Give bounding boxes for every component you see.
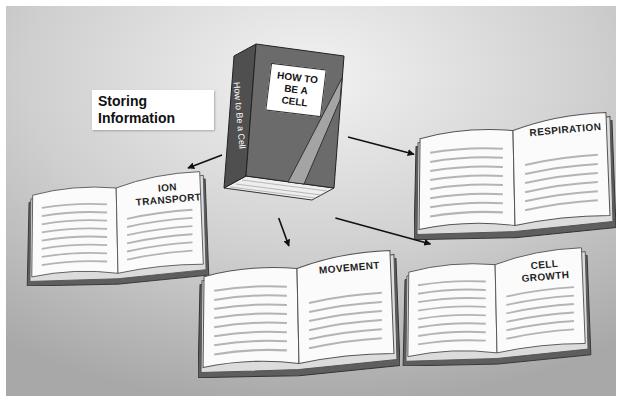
open-book: [198, 250, 400, 377]
open-book: ION TRANSPORT: [18, 168, 218, 286]
open-book: [414, 112, 616, 239]
open-book: CELL GROWTH: [402, 244, 592, 366]
chapter-title: MOVEMENT: [309, 258, 391, 277]
chapter-title: CELL GROWTH: [506, 255, 584, 286]
arrow-connector: [335, 218, 430, 244]
book-spine-title: How to Be a Cell: [228, 55, 249, 176]
open-book: [403, 248, 591, 366]
diagram-title: Storing Information: [92, 90, 214, 130]
open-book: RESPIRATION: [414, 108, 616, 240]
closed-book: HOW TO BE A CELL How to Be a Cell: [222, 38, 348, 218]
book-cover-title: HOW TO BE A CELL: [265, 63, 326, 117]
chapter-title: ION TRANSPORT: [127, 179, 209, 210]
arrow-connector: [188, 155, 222, 168]
chapter-title: RESPIRATION: [525, 120, 607, 139]
open-book: [27, 172, 209, 286]
arrow-connector: [348, 137, 414, 154]
closed-book: [224, 44, 344, 200]
arrow-connector: [279, 218, 289, 246]
open-book: MOVEMENT: [198, 246, 400, 378]
